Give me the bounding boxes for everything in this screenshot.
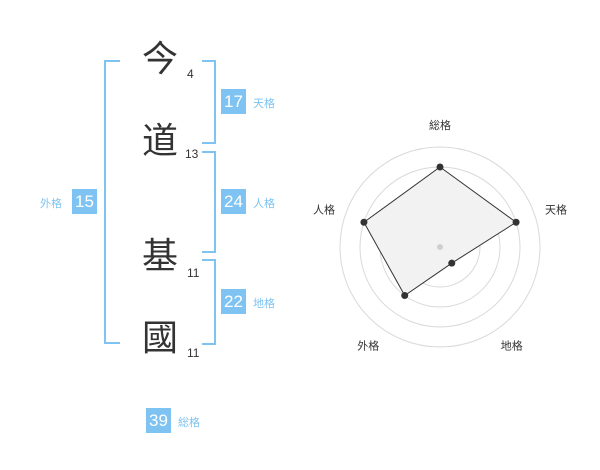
radar-center-dot bbox=[437, 244, 443, 250]
tenkaku-label: 天格 bbox=[253, 97, 275, 110]
soukaku-label: 総格 bbox=[178, 416, 200, 429]
tenkaku-value: 17 bbox=[221, 89, 246, 114]
jinkaku-bracket bbox=[202, 151, 216, 253]
chikaku-value: 22 bbox=[221, 289, 246, 314]
radar-data-polygon bbox=[363, 166, 517, 297]
radar-axis-label-2: 地格 bbox=[501, 339, 523, 353]
jinkaku-value: 24 bbox=[221, 189, 246, 214]
radar-point-2 bbox=[448, 259, 456, 267]
name-char-3: 基 bbox=[142, 236, 179, 277]
tenkaku-bracket bbox=[202, 60, 216, 144]
radar-point-3 bbox=[401, 292, 409, 300]
radar-points bbox=[360, 163, 520, 300]
gaikaku-bracket bbox=[104, 60, 120, 344]
chikaku-label: 地格 bbox=[253, 297, 275, 310]
radar-axis-label-1: 天格 bbox=[545, 202, 567, 216]
radar-point-1 bbox=[512, 218, 520, 226]
chikaku-bracket bbox=[202, 259, 216, 345]
stroke-count-4: 11 bbox=[187, 346, 200, 360]
radar-point-0 bbox=[436, 163, 444, 171]
name-char-1: 今 bbox=[142, 39, 179, 80]
radar-axis-label-0: 総格 bbox=[429, 118, 451, 132]
radar-axis-label-3: 外格 bbox=[357, 339, 379, 353]
name-char-2: 道 bbox=[142, 121, 179, 162]
jinkaku-label: 人格 bbox=[253, 197, 275, 210]
stroke-count-1: 4 bbox=[187, 67, 194, 81]
radar-ring-5 bbox=[339, 146, 541, 348]
name-char-4: 國 bbox=[142, 318, 179, 359]
gaikaku-label: 外格 bbox=[40, 197, 62, 210]
soukaku-value: 39 bbox=[146, 408, 171, 433]
radar-point-4 bbox=[360, 218, 368, 226]
stroke-count-3: 11 bbox=[187, 266, 200, 280]
gaikaku-value: 15 bbox=[72, 189, 97, 214]
radar-axis-label-4: 人格 bbox=[313, 202, 335, 216]
stroke-count-2: 13 bbox=[185, 147, 199, 161]
